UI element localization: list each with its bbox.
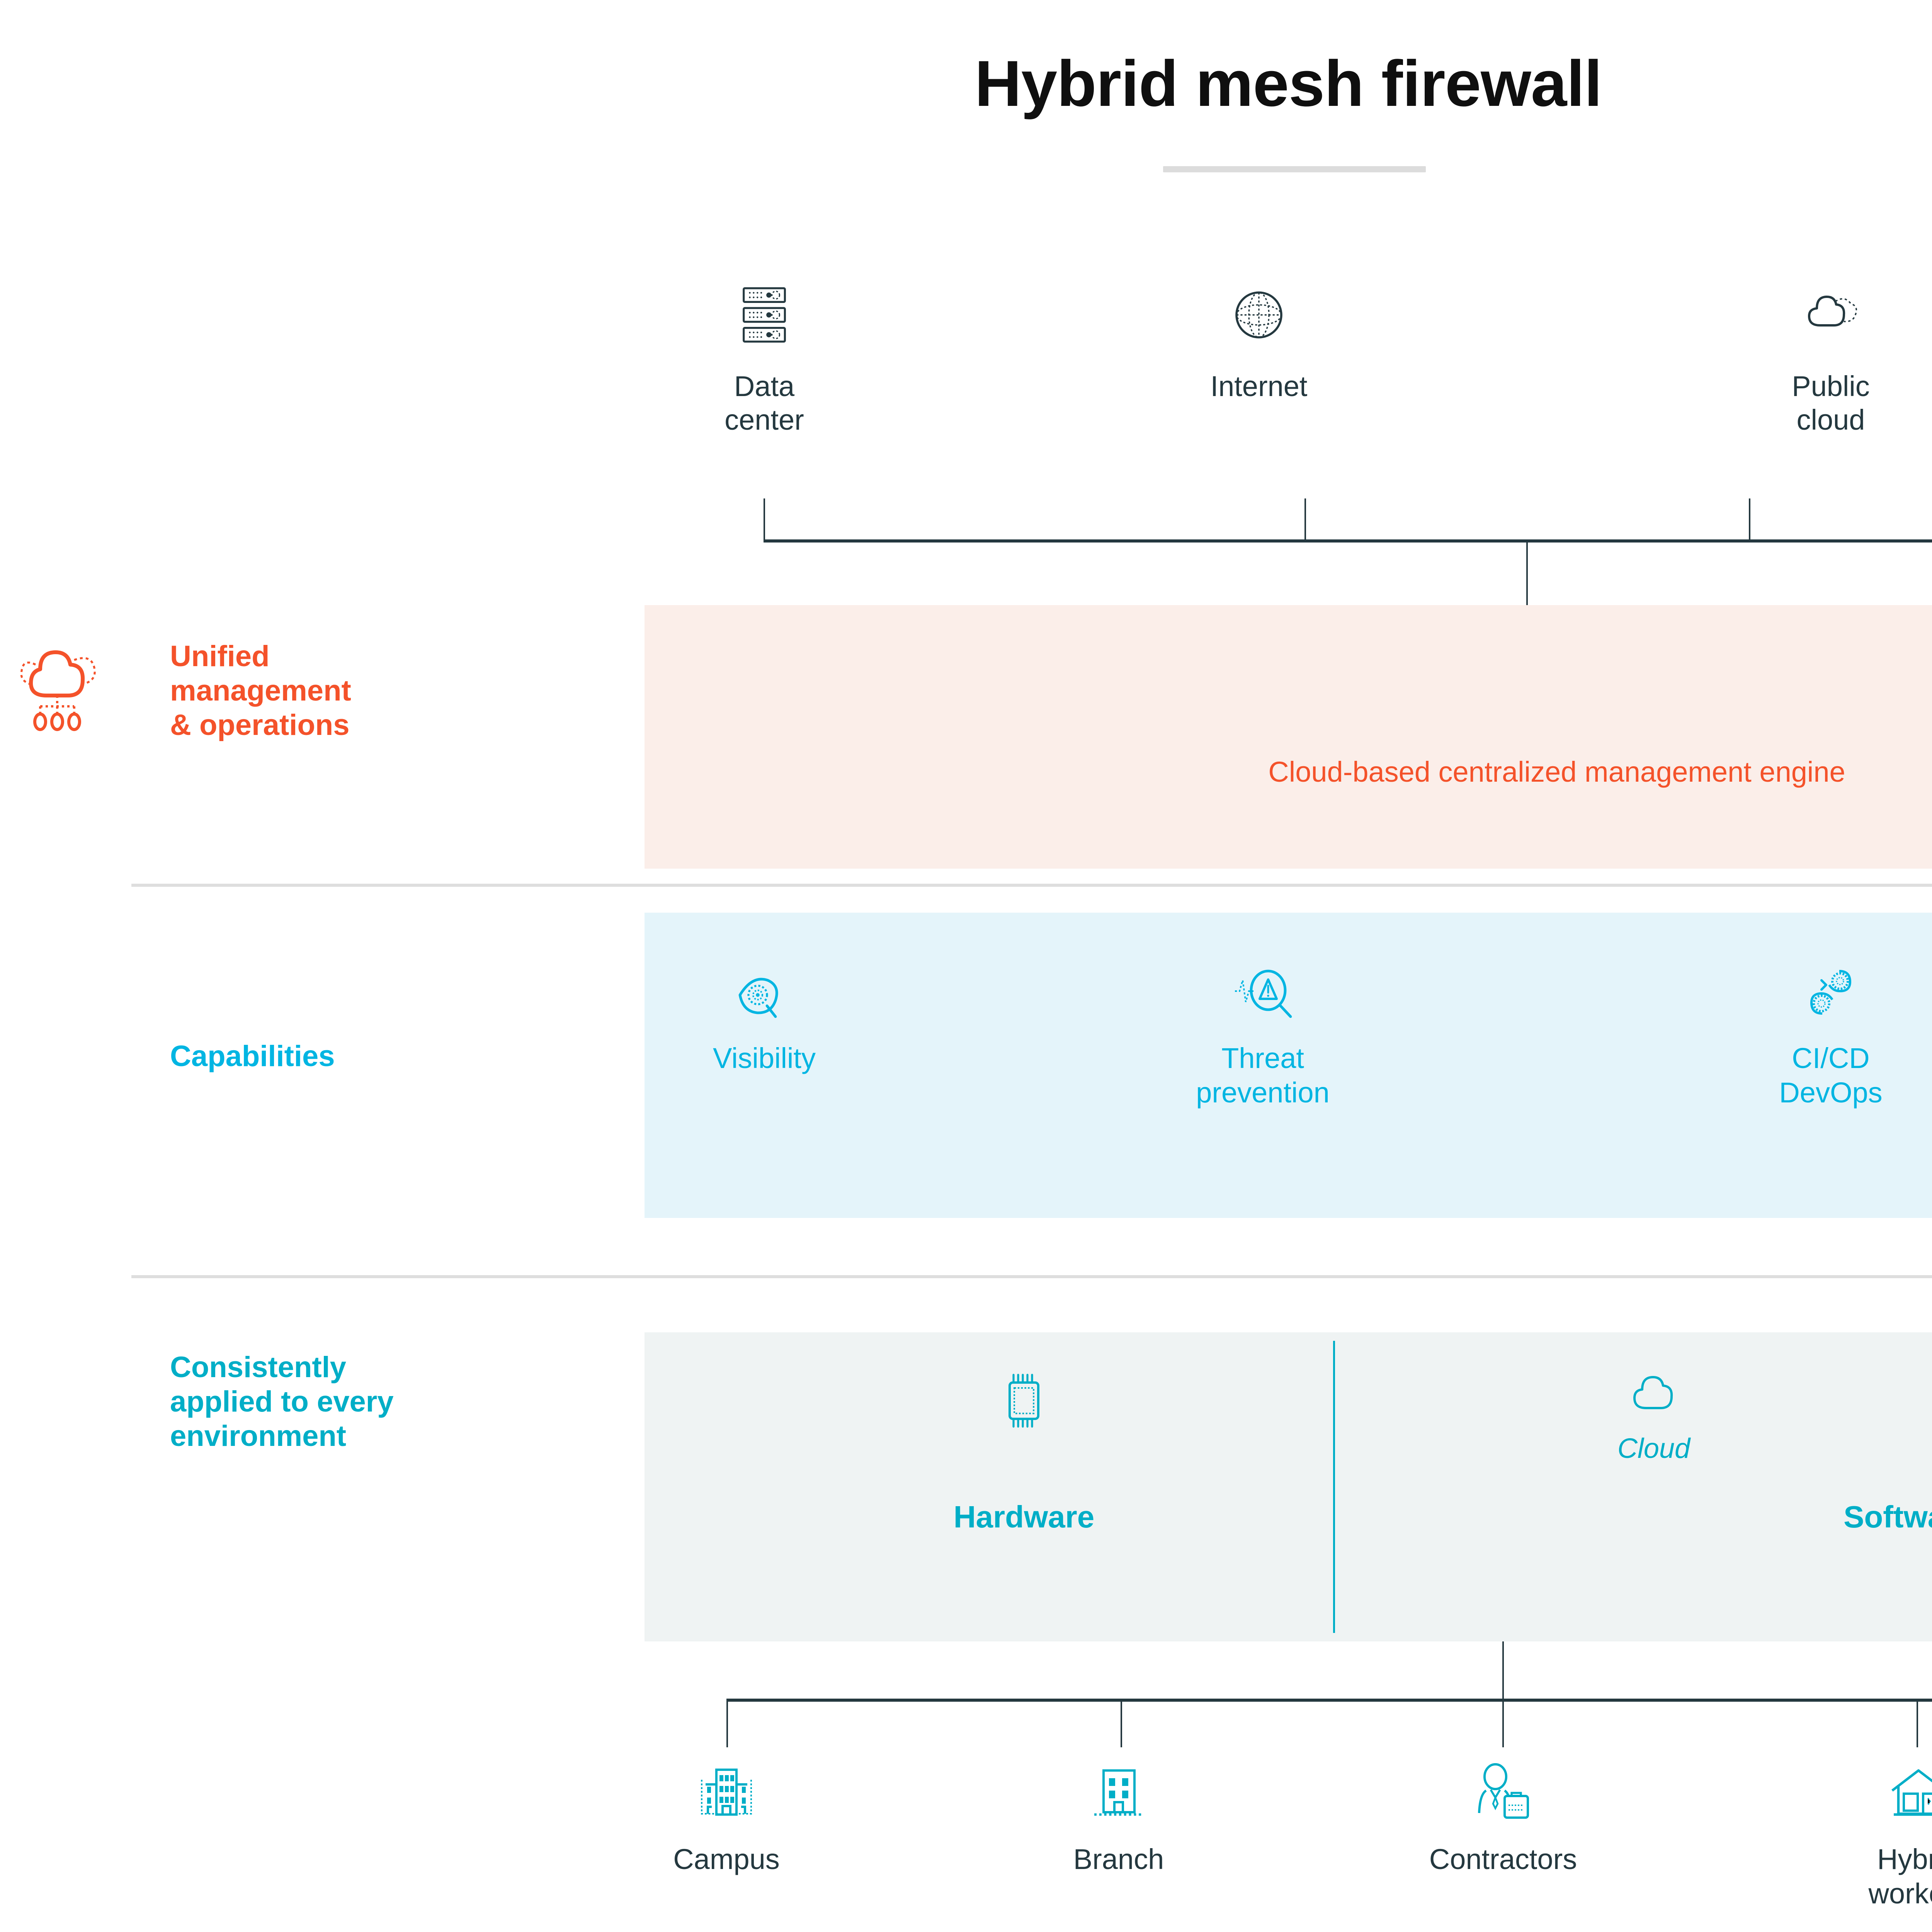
connector-bus-top bbox=[764, 539, 1932, 543]
connector-drop-public-cloud bbox=[1749, 498, 1750, 541]
source-data-center[interactable]: Data center bbox=[645, 270, 884, 437]
connector-stem-to-engine bbox=[1526, 539, 1528, 607]
data-center-icon bbox=[645, 270, 884, 359]
environment-hardware-icon-group bbox=[889, 1360, 1159, 1430]
connector-drop-data-center bbox=[764, 498, 765, 541]
source-label: Public cloud bbox=[1792, 370, 1870, 436]
endpoint-branch[interactable]: Branch bbox=[987, 1731, 1250, 1877]
chip-icon bbox=[889, 1360, 1159, 1430]
cloud-management-engine-icon bbox=[0, 641, 1932, 738]
capabilities-row: Visibility Threat prevention bbox=[645, 949, 1932, 1196]
branch-building-icon bbox=[987, 1731, 1250, 1820]
source-public-cloud[interactable]: Public cloud bbox=[1711, 270, 1932, 437]
cloud-outline-icon bbox=[1519, 1345, 1789, 1414]
connector-drop-branch bbox=[1121, 1699, 1122, 1747]
capabilities-band bbox=[645, 913, 1932, 1218]
connector-bus-bottom bbox=[726, 1699, 1932, 1702]
row-label-environments: Consistently applied to every environmen… bbox=[170, 1351, 394, 1452]
connector-drop-hybrid-workers bbox=[1917, 1699, 1918, 1747]
endpoint-label: Campus bbox=[673, 1843, 780, 1875]
environments-band bbox=[645, 1332, 1932, 1641]
house-icon bbox=[1787, 1731, 1932, 1820]
software-title: Software bbox=[1844, 1500, 1932, 1534]
public-cloud-icon bbox=[1711, 270, 1932, 359]
endpoint-hybrid-workers[interactable]: Hybrid workers bbox=[1787, 1731, 1932, 1911]
connector-drop-campus bbox=[726, 1699, 728, 1747]
threat-magnifier-icon bbox=[1143, 949, 1383, 1018]
source-label: Internet bbox=[1210, 370, 1308, 402]
connector-drop-contractors bbox=[1502, 1699, 1504, 1747]
title-underline-rule bbox=[1163, 166, 1426, 172]
endpoint-row: Campus Branch bbox=[580, 1731, 1932, 1932]
source-row: Data center Internet bbox=[645, 270, 1932, 487]
capability-label: Visibility bbox=[713, 1042, 816, 1074]
software-subtype-label: Cloud bbox=[1617, 1433, 1690, 1464]
eye-magnifier-icon bbox=[645, 949, 884, 1018]
connector-stem-to-endpoints bbox=[1502, 1641, 1504, 1700]
cicd-infinity-gears-icon bbox=[1711, 949, 1932, 1018]
endpoint-label: Hybrid workers bbox=[1868, 1843, 1932, 1910]
endpoint-contractors[interactable]: Contractors bbox=[1372, 1731, 1634, 1877]
office-building-icon bbox=[595, 1731, 858, 1820]
capability-label: Threat prevention bbox=[1196, 1042, 1330, 1109]
section-divider-2 bbox=[131, 1275, 1932, 1278]
environment-cloud[interactable]: Cloud bbox=[1519, 1345, 1789, 1464]
capability-cicd-devops[interactable]: CI/CD DevOps bbox=[1711, 949, 1932, 1110]
globe-icon bbox=[1139, 270, 1379, 359]
source-label: Data center bbox=[724, 370, 804, 436]
endpoint-label: Contractors bbox=[1429, 1843, 1577, 1875]
management-engine-label: Cloud-based centralized management engin… bbox=[1268, 756, 1845, 788]
section-divider-1 bbox=[131, 884, 1932, 887]
hardware-software-divider bbox=[1333, 1341, 1335, 1633]
capability-threat-prevention[interactable]: Threat prevention bbox=[1143, 949, 1383, 1110]
capability-visibility[interactable]: Visibility bbox=[645, 949, 884, 1076]
row-label-unified-management: Unified management & operations bbox=[170, 640, 351, 742]
hardware-title: Hardware bbox=[953, 1500, 1095, 1534]
person-briefcase-icon bbox=[1372, 1731, 1634, 1820]
endpoint-campus[interactable]: Campus bbox=[595, 1731, 858, 1877]
capability-label: CI/CD DevOps bbox=[1779, 1042, 1883, 1109]
source-internet[interactable]: Internet bbox=[1139, 270, 1379, 403]
row-label-capabilities: Capabilities bbox=[170, 1040, 335, 1073]
page-title: Hybrid mesh firewall bbox=[975, 47, 1602, 120]
endpoint-label: Branch bbox=[1073, 1843, 1164, 1875]
connector-drop-internet bbox=[1304, 498, 1306, 541]
unified-management-band bbox=[645, 605, 1932, 869]
